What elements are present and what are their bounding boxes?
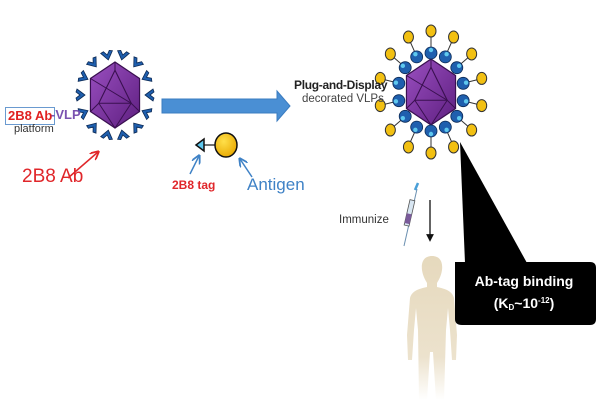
- binding-callout: [455, 142, 596, 325]
- tag-icon: [428, 131, 434, 137]
- callout-value: ~10: [514, 295, 539, 311]
- antigen-icon: [214, 132, 238, 158]
- platform-label-line2: platform: [14, 123, 54, 135]
- antigen-icon: [466, 123, 478, 137]
- tag-icon: [413, 127, 418, 133]
- tag-icon: [444, 127, 449, 133]
- antibody-icon: [392, 76, 406, 90]
- antigen-icon: [402, 140, 414, 154]
- antibody-icon: [117, 50, 130, 61]
- antibody-icon: [424, 46, 438, 60]
- antigen-pointer-arrow: [240, 159, 253, 178]
- antibody-icon: [85, 122, 97, 134]
- antibody-label: 2B8 Ab: [22, 166, 84, 187]
- tag-icon: [194, 137, 205, 153]
- human-icon: [407, 256, 457, 400]
- antibody-icon: [450, 109, 464, 123]
- antigen-icon: [374, 99, 386, 113]
- antibody-icon: [77, 108, 89, 121]
- decorated-vlp-subtitle: decorated VLPs: [302, 93, 384, 105]
- antigen-icon: [476, 71, 488, 85]
- syringe-icon: [403, 182, 420, 247]
- tag-icon: [400, 63, 406, 69]
- decorated-vlp-title: Plug-and-Display: [294, 78, 388, 92]
- antigen-icon: [425, 24, 437, 38]
- tag-icon: [444, 51, 449, 57]
- antigen-icon: [425, 146, 437, 160]
- antibody-icon: [450, 61, 464, 75]
- platform-label-boxed: 2B8 Ab: [5, 107, 56, 125]
- callout-close: ): [549, 295, 555, 311]
- callout-line1: Ab-tag binding: [474, 273, 574, 289]
- process-arrow: [161, 89, 291, 123]
- antibody-icon: [133, 56, 145, 68]
- antibody-icon: [456, 76, 470, 90]
- antigen-icon: [476, 99, 488, 113]
- callout-k: (K: [493, 295, 509, 311]
- antigen-icon: [384, 123, 396, 137]
- tag-pointer-arrow: [189, 156, 199, 175]
- tag-icon: [463, 80, 469, 85]
- antigen-label: Antigen: [247, 175, 305, 194]
- antigen-icon: [402, 30, 414, 44]
- antibody-icon: [392, 94, 406, 108]
- vlp-particle-decorated: [374, 24, 488, 160]
- callout-exponent: -12: [538, 296, 550, 305]
- antigen-icon: [384, 47, 396, 61]
- tag-icon: [393, 99, 399, 104]
- callout-subscript: D: [508, 303, 515, 312]
- antibody-pointer-arrow: [67, 152, 98, 179]
- antibody-icon: [77, 69, 89, 82]
- antibody-icon: [424, 124, 438, 138]
- antibody-icon: [456, 94, 470, 108]
- antibody-icon: [141, 108, 153, 121]
- tag-icon: [456, 115, 462, 121]
- tag-antigen-construct: [194, 132, 238, 158]
- antibody-icon: [398, 61, 412, 75]
- antigen-icon: [374, 71, 386, 85]
- immunize-label: Immunize: [339, 214, 389, 226]
- antibody-icon: [133, 122, 145, 134]
- tag-icon: [456, 63, 462, 69]
- callout-text: Ab-tag binding (KD~10-12): [456, 272, 592, 317]
- tag-icon: [413, 51, 418, 57]
- antibody-icon: [141, 69, 153, 82]
- antibody-icon: [398, 109, 412, 123]
- platform-label-suffix: -VLP: [51, 107, 81, 122]
- tag-icon: [428, 47, 434, 53]
- tag-icon: [463, 99, 469, 104]
- antibody-icon: [85, 56, 97, 68]
- antibody-icon: [100, 129, 113, 140]
- vlp-particle-left: [75, 50, 155, 140]
- antibody-icon: [100, 50, 113, 61]
- vlp-core: [89, 61, 141, 129]
- vlp-core: [405, 58, 457, 126]
- antibody-icon: [117, 129, 130, 140]
- callout-line2: (KD~10-12): [456, 291, 592, 317]
- antigen-icon: [466, 47, 478, 61]
- antibody-icon: [75, 88, 86, 102]
- antigen-icon: [448, 30, 460, 44]
- antigen-icon: [448, 140, 460, 154]
- tag-label: 2B8 tag: [172, 178, 216, 192]
- antibody-icon: [144, 88, 155, 102]
- tag-icon: [400, 115, 406, 121]
- tag-icon: [393, 80, 399, 85]
